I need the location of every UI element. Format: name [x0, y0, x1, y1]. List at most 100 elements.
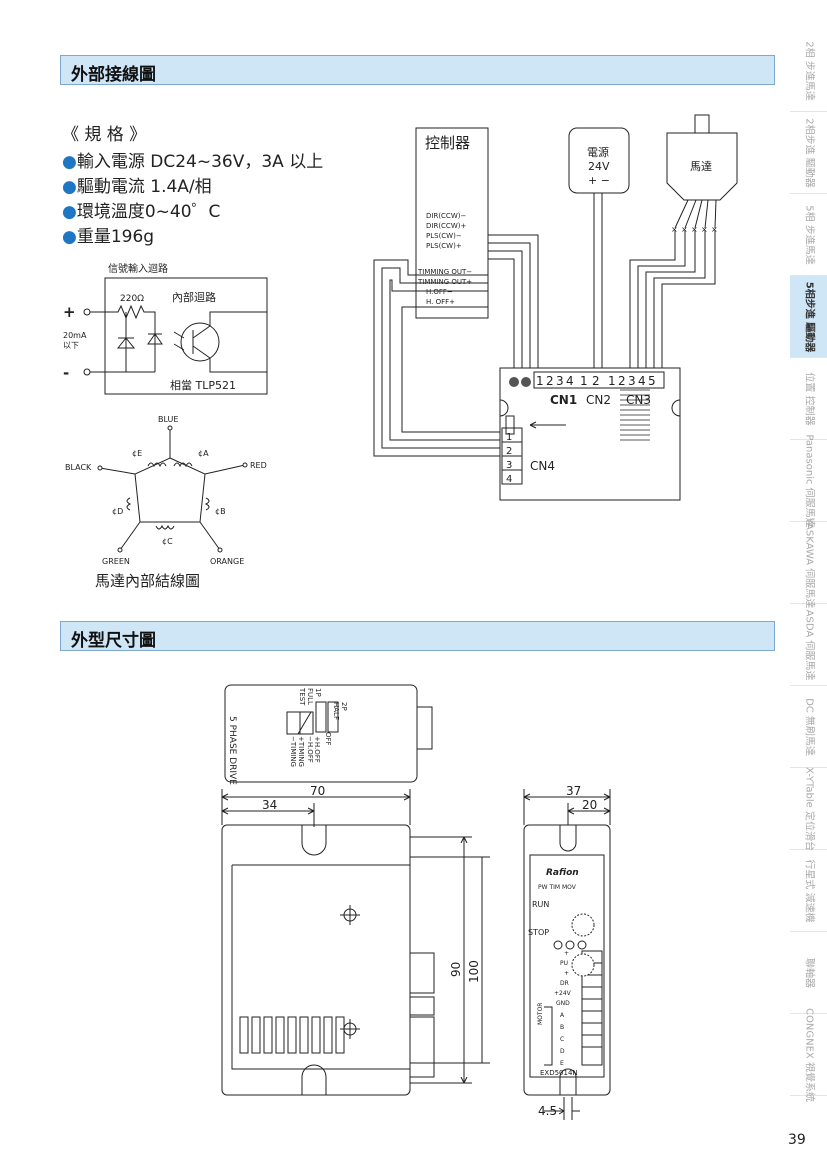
wire-red: RED — [250, 461, 267, 470]
cn4-pin: 1 — [506, 432, 512, 443]
svg-text:2: 2 — [546, 374, 554, 388]
svg-text:1: 1 — [580, 374, 588, 388]
section-header-wiring: 外部接線圖 — [60, 55, 775, 85]
external-wiring-diagram: ××××× 控制器 DIR(CCW)− DIR(CCW)+ PLS(CW)− P… — [373, 114, 738, 501]
spec-title: 《 規 格 》 — [62, 125, 147, 145]
brand-logo: Rafion — [546, 868, 579, 878]
svg-text:×: × — [691, 225, 698, 234]
svg-text:4: 4 — [566, 374, 574, 388]
svg-text:C: C — [560, 1036, 564, 1043]
tab-coupling[interactable]: 聯軸器 — [790, 932, 827, 1014]
signal-label: H. OFF+ — [426, 298, 455, 306]
spec-text: 環境溫度0~40゜C — [76, 202, 221, 222]
drive-front-view: 70 34 90 100 — [221, 785, 490, 1096]
svg-text:D: D — [560, 1048, 565, 1055]
rotary-switch-icon — [509, 377, 519, 387]
drive-top-view: 5 PHASE DRIVE 1P FULL TEST 2P HALF OFF +… — [224, 684, 433, 785]
svg-text:+: + — [564, 970, 569, 977]
circuit-box — [104, 277, 268, 395]
tab-panasonic[interactable]: Panasonic 伺服馬達 — [790, 434, 827, 527]
power-title: 電源 — [587, 145, 609, 159]
phototransistor-icon — [180, 322, 220, 362]
tab-asda[interactable]: ASDA 伺服馬達 — [790, 604, 827, 686]
cn1-label: CN1 — [550, 393, 577, 407]
phase-b: ¢B — [215, 507, 226, 516]
power-polarity: + − — [588, 174, 610, 187]
cn4-pin: 2 — [506, 446, 512, 457]
bullet-icon: ● — [62, 202, 77, 222]
minus-terminal: - — [63, 364, 69, 382]
controller-box — [415, 127, 489, 319]
svg-text:5: 5 — [648, 374, 656, 388]
tab-2phase-driver[interactable]: 2相步進 驅動器 — [790, 112, 827, 194]
dim-37: 37 — [566, 785, 581, 798]
svg-text:E: E — [560, 1060, 564, 1067]
tab-xy-table[interactable]: X-YTable 定位滑台 — [790, 767, 827, 850]
cn4-pin: 3 — [506, 460, 512, 471]
svg-text:×: × — [701, 225, 708, 234]
dim-100: 100 — [467, 960, 481, 983]
section-header-dimension: 外型尺寸圖 — [60, 621, 775, 651]
spec-text: 輸入電源 DC24~36V，3A 以上 — [76, 152, 324, 172]
tab-planetary[interactable]: 行星式 減速機 — [790, 850, 827, 932]
drive-top-outline — [224, 684, 418, 783]
spec-item: ●環境溫度0~40゜C — [62, 200, 323, 225]
section-title: 外型尺寸圖 — [71, 631, 156, 651]
svg-text:2: 2 — [618, 374, 626, 388]
phase-d: ¢D — [112, 507, 123, 516]
led-icon — [147, 333, 163, 345]
tab-cognex[interactable]: CONGNEX 視覺系統 — [790, 1008, 827, 1101]
svg-text:FULL: FULL — [306, 688, 314, 705]
tab-dc-brushless[interactable]: DC 無刷馬達 — [790, 686, 827, 768]
tab-5phase-motor[interactable]: 5相 步進馬達 — [790, 194, 827, 276]
motor-term-label: MOTOR — [537, 1003, 544, 1025]
stop-dial-icon — [571, 913, 595, 937]
spec-list: ●輸入電源 DC24~36V，3A 以上 ●驅動電流 1.4A/相 ●環境溫度0… — [62, 150, 323, 250]
svg-text:×: × — [671, 225, 678, 234]
motor-diagram-caption: 馬達內部結線圖 — [95, 572, 201, 590]
drive-label: 5 PHASE DRIVE — [227, 716, 237, 785]
svg-text:1: 1 — [536, 374, 544, 388]
equivalent-label: 相當 TLP521 — [170, 379, 236, 392]
svg-text:−H.OFF: −H.OFF — [306, 736, 314, 763]
motor-wiring-diagram: BLUE RED ORANGE GREEN BLACK ¢E ¢A ¢B ¢C … — [65, 415, 267, 566]
bullet-icon: ● — [62, 177, 77, 197]
stop-label: STOP — [528, 928, 549, 937]
phase-e: ¢E — [132, 449, 142, 458]
tab-position-controller[interactable]: 位置 控制器 — [790, 358, 827, 440]
svg-text:+TIMING: +TIMING — [297, 736, 305, 767]
model-label: EXD5014N — [540, 1069, 578, 1077]
signal-label: DIR(CCW)− — [426, 212, 466, 220]
spec-text: 驅動電流 1.4A/相 — [76, 177, 212, 197]
svg-text:GND: GND — [556, 1000, 570, 1007]
rotary-switch-icon — [521, 377, 531, 387]
motor-shaft — [694, 114, 710, 134]
wire-orange: ORANGE — [210, 557, 244, 566]
svg-text:B: B — [560, 1024, 564, 1031]
bullet-icon: ● — [62, 227, 77, 247]
heat-sink-icon — [620, 389, 650, 441]
dim-4-5: 4.5 — [538, 1104, 557, 1118]
cn4-pin: 4 — [506, 474, 512, 485]
tab-yaskawa[interactable]: YASKAWA 伺服馬達 — [790, 517, 827, 608]
internal-circuit-label: 內部迴路 — [172, 290, 216, 304]
svg-text:2: 2 — [592, 374, 600, 388]
tab-5phase-driver[interactable]: 5相步進 驅動器 — [790, 276, 827, 358]
svg-text:×: × — [711, 225, 718, 234]
spec-item: ●重量196g — [62, 225, 323, 250]
current-label: 20mA — [63, 331, 87, 340]
svg-text:−TIMING: −TIMING — [289, 736, 297, 767]
wire-blue: BLUE — [158, 415, 178, 424]
connector-pins: 1 2 3 4 1 2 1 2 3 4 5 — [533, 371, 665, 389]
svg-text:×: × — [681, 225, 688, 234]
terminal-icon — [83, 308, 91, 316]
crosshair-icon — [340, 905, 360, 925]
phase-c: ¢C — [162, 537, 173, 546]
cn2-label: CN2 — [586, 393, 611, 407]
tab-2phase-motor[interactable]: 2相 步進馬達 — [790, 30, 827, 112]
dim-90: 90 — [449, 962, 463, 977]
pentagon-coil — [134, 457, 206, 523]
svg-text:HALF: HALF — [332, 702, 340, 720]
svg-text:DR: DR — [560, 980, 569, 987]
driver-board — [499, 367, 681, 501]
